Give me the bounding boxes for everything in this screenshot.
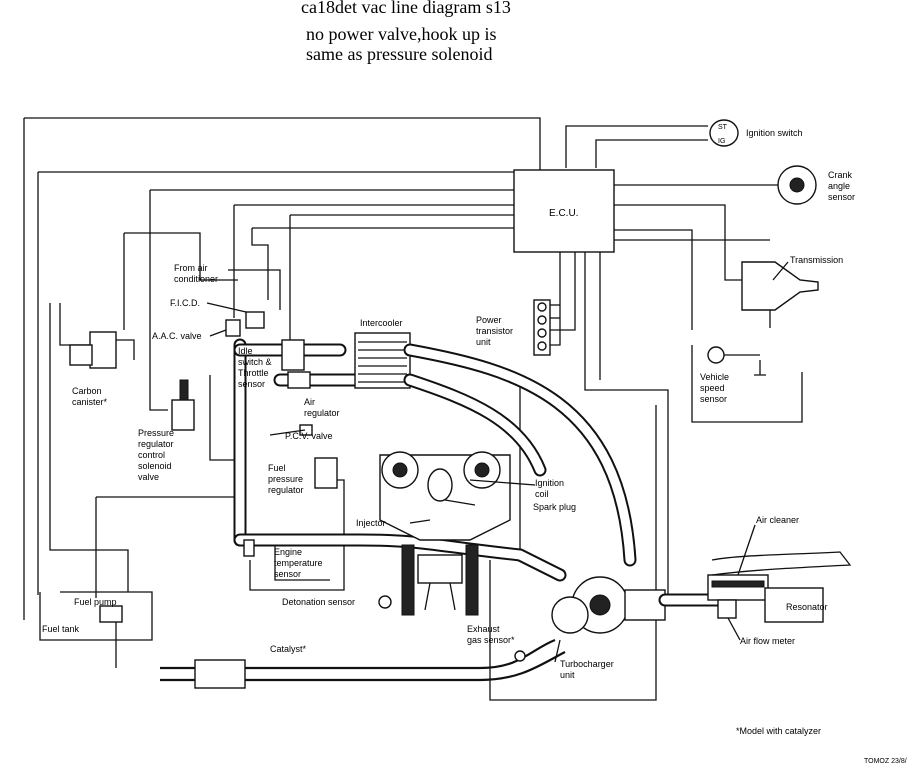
label-turbocharger-unit: Turbocharger unit bbox=[560, 659, 614, 680]
ignition-coil-icon bbox=[427, 468, 453, 502]
label-detonation-sensor: Detonation sensor bbox=[282, 597, 356, 607]
speed-sensor-icon bbox=[707, 346, 725, 364]
label-power-transistor: Power transistor unit bbox=[476, 315, 514, 347]
label-air-flow-meter: Air flow meter bbox=[740, 636, 796, 646]
fuel-pump-icon bbox=[99, 605, 123, 623]
pressure-solenoid-icon bbox=[171, 399, 195, 431]
label-ficd: F.I.C.D. bbox=[170, 298, 201, 308]
harness-outer-left bbox=[24, 117, 541, 170]
label-ignition-switch: Ignition switch bbox=[746, 128, 803, 138]
pcv-valve-icon bbox=[299, 424, 313, 436]
resonator-icon bbox=[764, 587, 824, 623]
label-carbon-canister: Carbon canister* bbox=[72, 386, 108, 407]
power-transistor-box bbox=[533, 299, 551, 356]
label-engine-temp-sensor: Engine temperature sensor bbox=[274, 547, 323, 579]
label-aac-valve: A.A.C. valve bbox=[152, 331, 202, 341]
note-line-1: no power valve,hook up is bbox=[306, 24, 497, 44]
label-intercooler: Intercooler bbox=[360, 318, 403, 328]
label-fuel-pump: Fuel pump bbox=[74, 597, 117, 607]
ecu-box bbox=[513, 169, 615, 253]
label-crank-angle-sensor: Crank angle sensor bbox=[828, 170, 856, 202]
catalyst-icon bbox=[194, 659, 246, 689]
credit: TOMOZ 23/8/ bbox=[864, 758, 907, 765]
label-ecu: E.C.U. bbox=[549, 208, 579, 219]
fuel-pressure-regulator-icon bbox=[314, 457, 338, 489]
label-resonator: Resonator bbox=[786, 602, 828, 612]
label-transmission: Transmission bbox=[790, 255, 844, 265]
label-pcv-valve: P.C.V. valve bbox=[285, 431, 333, 441]
label-air-regulator: Air regulator bbox=[304, 397, 340, 418]
label-vehicle-speed-sensor: Vehicle speed sensor bbox=[700, 372, 730, 404]
air-regulator-icon bbox=[287, 371, 311, 389]
aac-valve-icon bbox=[225, 319, 241, 337]
exhaust-gas-sensor-icon bbox=[514, 650, 526, 662]
ignition-switch-icon bbox=[709, 119, 739, 147]
label-fuel-pressure-regulator: Fuel pressure regulator bbox=[268, 463, 304, 495]
detonation-sensor-icon bbox=[378, 595, 392, 609]
ficd-icon bbox=[245, 311, 265, 329]
label-pressure-regulator-solenoid: Pressure regulator control solenoid valv… bbox=[138, 428, 175, 482]
footnote: *Model with catalyzer bbox=[736, 726, 822, 736]
air-flow-meter-icon bbox=[717, 599, 737, 619]
label-switch-st: ST bbox=[718, 124, 727, 131]
label-spark-plug: Spark plug bbox=[533, 502, 577, 512]
label-injector: Injector bbox=[356, 518, 386, 528]
intercooler-icon bbox=[354, 332, 411, 389]
label-exhaust-gas-sensor: Exhaust gas sensor* bbox=[467, 624, 515, 645]
throttle-body-icon bbox=[281, 339, 305, 371]
label-catalyst: Catalyst* bbox=[270, 644, 307, 654]
carbon-canister-icon bbox=[89, 331, 117, 369]
label-air-cleaner: Air cleaner bbox=[756, 515, 800, 525]
label-idle-switch: Idle switch & Throttle sensor bbox=[238, 346, 272, 389]
diagram-title: ca18det vac line diagram s13 bbox=[301, 0, 511, 17]
label-switch-ig: IG bbox=[718, 138, 726, 145]
note-line-2: same as pressure solenoid bbox=[306, 44, 493, 64]
transmission-icon bbox=[741, 261, 819, 311]
label-from-air-conditioner: From air conditioner bbox=[174, 263, 219, 284]
engine-temp-sensor-icon bbox=[243, 539, 255, 557]
label-fuel-tank: Fuel tank bbox=[42, 624, 80, 634]
label-ignition-coil: Ignition coil bbox=[535, 478, 565, 499]
piston bbox=[417, 554, 463, 584]
